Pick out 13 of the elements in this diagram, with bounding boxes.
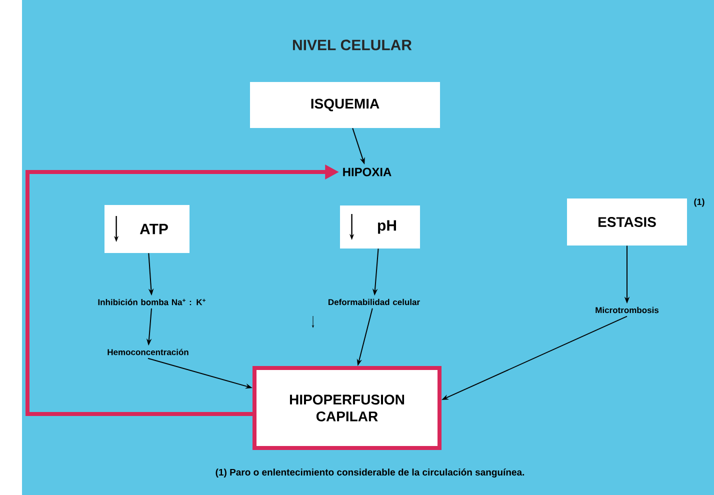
- process-box: ESTASIS: [567, 198, 687, 246]
- title: NIVEL CELULAR: [293, 40, 412, 50]
- node-text: Inhibición bomba Na$^{+}$ : K$^{+}$: [98, 298, 206, 306]
- process-box: ISQUEMIA: [250, 82, 440, 128]
- process-box: ATP: [104, 205, 190, 253]
- node-text: Hemoconcentración: [108, 348, 188, 356]
- node-text: Microtrombosis: [596, 306, 659, 314]
- node-text: HIPOXIA: [343, 168, 392, 176]
- node-text: Deformabilidad celular: [328, 298, 420, 306]
- outcome-box: HIPOPERFUSION CAPILAR: [252, 366, 442, 450]
- footnote: (1) Paro o enlentecimiento considerable de la circulación sanguínea.: [216, 468, 524, 478]
- process-box: pH: [340, 206, 420, 248]
- footnote-mark: (1): [694, 198, 704, 207]
